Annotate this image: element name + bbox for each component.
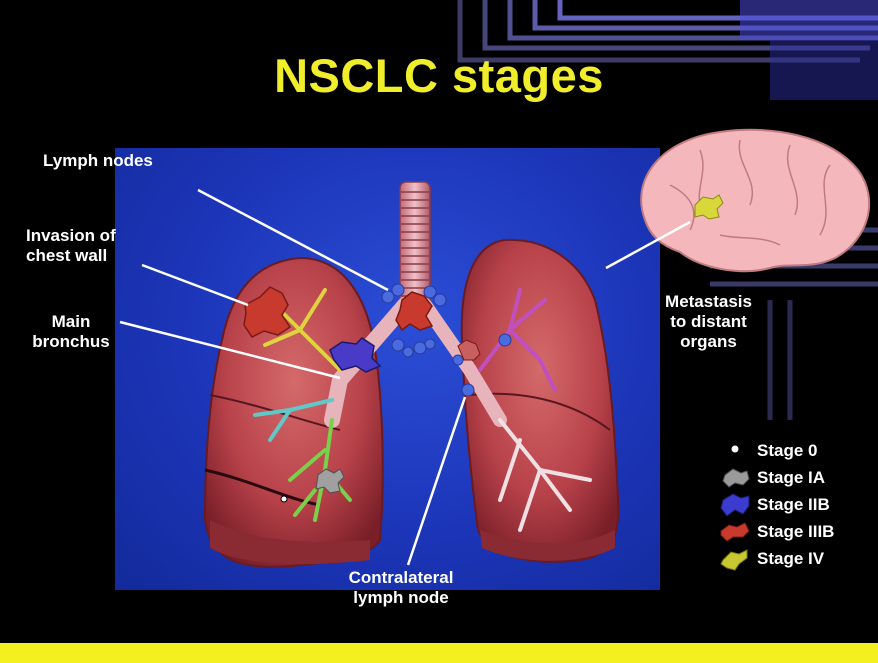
pointer-contralateral bbox=[408, 397, 465, 565]
stage-ia-tumor-icon bbox=[717, 465, 753, 491]
legend-item-stage-iib: Stage IIB bbox=[717, 492, 877, 518]
label-lymph-nodes: Lymph nodes bbox=[43, 151, 153, 171]
brain-illustration bbox=[641, 130, 869, 271]
label-contralateral: Contralateral lymph node bbox=[336, 568, 466, 608]
label-invasion-line2: chest wall bbox=[26, 246, 116, 266]
label-contralateral-line2: lymph node bbox=[336, 588, 466, 608]
legend-label: Stage IIIB bbox=[757, 522, 834, 542]
stage-0-circle-icon bbox=[717, 438, 753, 464]
tumor-stage0 bbox=[281, 496, 287, 502]
legend-label: Stage IIB bbox=[757, 495, 830, 515]
label-invasion: Invasion of chest wall bbox=[26, 226, 116, 266]
legend-item-stage-0: Stage 0 bbox=[717, 438, 877, 464]
legend-label: Stage 0 bbox=[757, 441, 817, 461]
stage-iiib-tumor-icon bbox=[717, 519, 753, 545]
label-metastasis: Metastasis to distant organs bbox=[656, 292, 761, 352]
legend-label: Stage IV bbox=[757, 549, 824, 569]
right-lung bbox=[205, 258, 383, 567]
stage-iib-tumor-icon bbox=[717, 492, 753, 518]
stage-iv-tumor-icon bbox=[717, 546, 753, 572]
legend-item-stage-iv: Stage IV bbox=[717, 546, 877, 572]
label-metastasis-line1: Metastasis bbox=[656, 292, 761, 312]
legend-item-stage-ia: Stage IA bbox=[717, 465, 877, 491]
legend-label: Stage IA bbox=[757, 468, 825, 488]
label-lymph-nodes-text: Lymph nodes bbox=[43, 151, 153, 170]
legend: Stage 0 Stage IA Stage IIB Stage IIIB St… bbox=[717, 438, 877, 573]
label-metastasis-line2: to distant bbox=[656, 312, 761, 332]
label-contralateral-line1: Contralateral bbox=[336, 568, 466, 588]
label-main-line2: bronchus bbox=[26, 332, 116, 352]
bottom-bar bbox=[0, 643, 878, 663]
label-main-bronchus: Main bronchus bbox=[26, 312, 116, 352]
legend-item-stage-iiib: Stage IIIB bbox=[717, 519, 877, 545]
label-invasion-line1: Invasion of bbox=[26, 226, 116, 246]
pointer-invasion bbox=[142, 265, 248, 305]
label-main-line1: Main bbox=[26, 312, 116, 332]
label-metastasis-line3: organs bbox=[656, 332, 761, 352]
